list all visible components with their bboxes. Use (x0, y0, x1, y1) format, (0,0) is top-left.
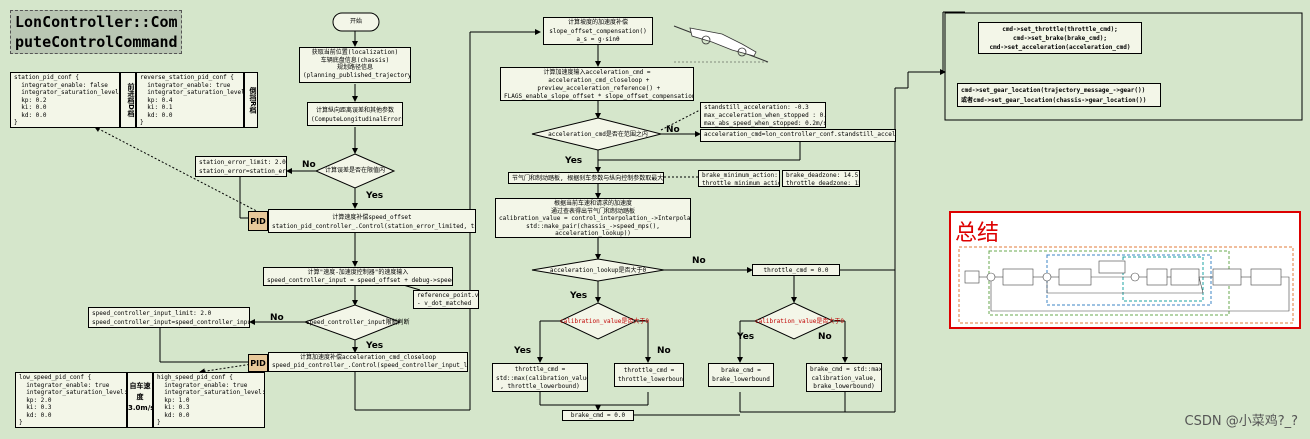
low-speed-pid-conf: low_speed_pid_conf { integrator_enable: … (15, 372, 127, 428)
label-yes-speed-input: Yes (366, 341, 384, 351)
diamond-standstill-check (531, 117, 662, 151)
compute-errors-box: 计算纵向距离误差和其他参数 (ComputeLongitudinalErrors… (307, 102, 403, 126)
gear-set-box: cmd->set_gear_location(trajectory_messag… (957, 83, 1161, 107)
standstill-check-label: acceleration_cmd是否在范围之内 (548, 131, 648, 138)
high-speed-pid-conf: high_speed_pid_conf { integrator_enable:… (153, 372, 265, 428)
label-no-lookup: No (692, 256, 706, 266)
label-no-station: No (302, 160, 316, 170)
closeloop-box: 计算加速度补偿acceleration_cmd_closeloop speed_… (268, 352, 468, 372)
pid-badge-speed: PID (248, 354, 268, 372)
label-yes-calib-brake: Yes (737, 332, 755, 342)
summary-block-diagram (958, 246, 1294, 324)
cmd-set-box: cmd->set_throttle(throttle_cmd); cmd->se… (978, 22, 1142, 54)
lookup-check-label: acceleration_lookup是否大于0 (549, 267, 647, 274)
summary-panel: 总结 (949, 211, 1301, 329)
station-check-label: 计算误差是否在限值内 (324, 167, 385, 174)
calib-throttle-check-label: calibration_value是否大于0 (560, 318, 650, 325)
diamond-calib-throttle (558, 302, 638, 340)
deadzone-box: 节气门和制动踏板, 根据刹车参数与纵向控制参数取最大值 (508, 172, 664, 184)
label-no-calib-throttle: No (657, 346, 671, 356)
summary-title: 总结 (955, 221, 1000, 246)
label-yes-standstill: Yes (565, 156, 583, 166)
tab-forward-gear: 前进档D档 (120, 72, 136, 128)
tab-speed: 自车速度3.0m/s (127, 372, 154, 428)
throttle-zero-box: throttle_cmd = 0.0 (752, 264, 840, 276)
station-pid-conf: station_pid_conf { integrator_enable: fa… (10, 72, 120, 128)
reverse-station-pid-conf: reverse_station_pid_conf { integrator_en… (136, 72, 244, 128)
start-label: 开始 (349, 18, 362, 25)
diamond-lookup-check (531, 258, 665, 282)
page-title: LonController::Com puteControlCommand (10, 10, 182, 54)
label-yes-lookup: Yes (570, 291, 588, 301)
label-no-standstill: No (666, 125, 680, 135)
deadzone-conf-left: brake_minimum_action: 0.0 throttle_minim… (698, 170, 780, 187)
get-info-box: 获取当前位置(localization) 车辆底盘信息(chassis) 规划路… (299, 47, 411, 83)
calib-brake-check-label: calibration_value是否大于0 (755, 318, 845, 325)
speed-input-check-label: speed_controller_input限制判断 (306, 319, 410, 326)
diamond-calib-brake (753, 302, 835, 340)
tab-reverse-gear: 倒挡R档 (244, 72, 258, 128)
station-limit-box: station_error_limit: 2.0 station_error=s… (195, 156, 287, 177)
label-yes-station: Yes (366, 191, 384, 201)
calibration-lookup-box: 根据当前车速和请求的加速度 通过查表得出节气门和制动踏板 calibration… (495, 198, 691, 238)
standstill-conf-box: standstill_acceleration: -0.3 max_accele… (700, 102, 826, 128)
reference-point-box: reference_point.v() - v_dot_matched (413, 290, 479, 309)
standstill-assign-box: acceleration_cmd=lon_controller_conf.sta… (700, 129, 896, 142)
deadzone-conf-right: brake_deadzone: 14.5 throttle_deadzone: … (782, 170, 860, 187)
speed-offset-box: 计算速度补偿speed_offset station_pid_controlle… (268, 209, 476, 233)
brake-lower-box: brake_cmd = brake_lowerbound (708, 363, 774, 387)
throttle-max-box: throttle_cmd = std::max(calibration_valu… (492, 363, 588, 392)
start-oval (332, 12, 380, 32)
pid-badge-station: PID (248, 211, 268, 231)
brake-zero-box: brake_cmd = 0.0 (562, 410, 634, 421)
diamond-station-check (314, 153, 396, 189)
label-no-speed-input: No (270, 313, 284, 323)
throttle-lower-box: throttle_cmd = throttle_lowerbound (614, 363, 684, 387)
car-on-slope-icon (673, 25, 769, 63)
acc-cmd-box: 计算加速度输入acceleration_cmd = acceleration_c… (500, 67, 694, 101)
speed-input-limit-box: speed_controller_input_limit: 2.0 speed_… (88, 307, 250, 328)
label-yes-calib-throttle: Yes (514, 346, 532, 356)
brake-max-box: brake_cmd = std::max(- calibration_value… (806, 363, 882, 392)
slope-box: 计算坡度的加速度补偿 slope_offset_compensation() a… (543, 17, 653, 45)
label-no-calib-brake: No (818, 332, 832, 342)
watermark-text: CSDN @小菜鸡?_? (1184, 414, 1299, 429)
speed-input-box: 计算"速度-加速度控制器"的速度输入 speed_controller_inpu… (263, 267, 453, 286)
diamond-speed-input-check (303, 304, 402, 341)
